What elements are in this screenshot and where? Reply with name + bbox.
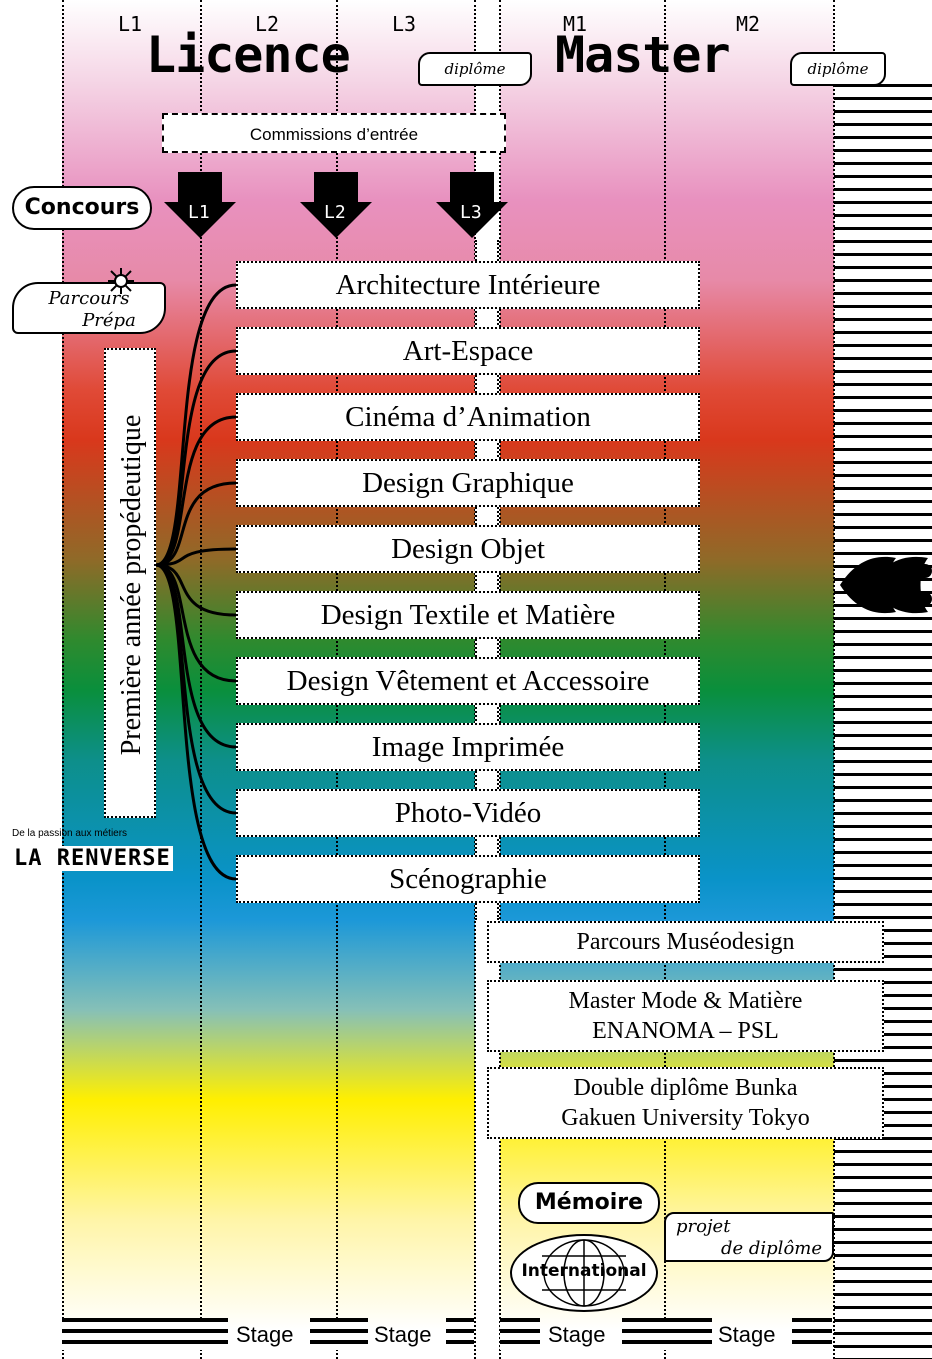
concours-sticker: Concours	[12, 186, 152, 230]
connector-curve	[155, 283, 237, 567]
entry-arrows	[164, 172, 508, 238]
licence-title: Licence	[146, 26, 351, 84]
connector-curve	[155, 563, 237, 617]
master-option-line: Master Mode & Matière	[568, 988, 803, 1014]
globe-icon	[542, 1239, 626, 1307]
divider-line	[833, 0, 835, 1359]
program-photo-video: Photo-Vidéo	[236, 789, 700, 837]
stage-stripes	[62, 1318, 228, 1350]
connector-curve	[155, 481, 237, 567]
la-renverse-logo: LA RENVERSE	[12, 846, 173, 871]
chevron-arrows-icon	[840, 556, 932, 614]
stage-label-l3: Stage	[374, 1322, 432, 1347]
connector-curve	[155, 547, 237, 567]
parcours-prepa-line2: Prépa	[82, 310, 136, 331]
projet-line2: de diplôme	[720, 1238, 822, 1259]
program-design-textile: Design Textile et Matière	[236, 591, 700, 639]
master-option-line: Parcours Muséodesign	[576, 929, 795, 955]
arrow-l2-shape	[300, 172, 372, 238]
program-image-imprimee: Image Imprimée	[236, 723, 700, 771]
master-option-museodesign: Parcours Muséodesign	[487, 921, 884, 963]
sparkle-icon	[108, 268, 134, 294]
arrow-l1-shape	[164, 172, 236, 238]
master-diplome-badge: diplôme	[790, 52, 886, 86]
stage-label-m2: Stage	[718, 1322, 776, 1347]
connector-curve	[155, 415, 237, 567]
stage-label-l2: Stage	[236, 1322, 294, 1347]
program-design-objet: Design Objet	[236, 525, 700, 573]
master-option-bunka: Double diplôme Bunka Gakuen University T…	[487, 1067, 884, 1139]
la-renverse-tagline: De la passion aux métiers	[12, 828, 128, 839]
connector-curve	[155, 563, 237, 881]
stage-label-m1: Stage	[548, 1322, 606, 1347]
arrow-label-l1: L1	[188, 202, 210, 223]
master-option-line: Double diplôme Bunka	[573, 1075, 798, 1101]
stage-stripes	[792, 1318, 832, 1350]
parcours-prepa-line1: Parcours	[48, 288, 130, 309]
projet-diplome-sticker: projet de diplôme	[664, 1212, 834, 1262]
program-design-graphique: Design Graphique	[236, 459, 700, 507]
international-label: International	[521, 1261, 647, 1281]
column-label-l1: L1	[118, 12, 143, 36]
master-option-line: ENANOMA – PSL	[592, 1018, 779, 1044]
connector-curve	[155, 563, 237, 683]
parcours-prepa-sticker: Parcours Prépa	[12, 282, 166, 334]
premiere-annee-label: Première année propédeutique	[116, 414, 147, 756]
column-label-l3: L3	[392, 12, 417, 36]
divider-line	[200, 0, 202, 1359]
commissions-entree-box: Commissions d’entrée	[162, 113, 506, 153]
program-scenographie: Scénographie	[236, 855, 700, 903]
arrow-label-l2: L2	[324, 202, 346, 223]
international-sticker: International	[510, 1234, 658, 1312]
licence-diplome-badge: diplôme	[418, 52, 532, 86]
arrow-label-l3: L3	[460, 202, 482, 223]
master-title: Master	[555, 26, 731, 84]
divider-line	[62, 0, 64, 1359]
arrow-l3-shape	[436, 172, 508, 238]
projet-line1: projet	[676, 1216, 731, 1237]
connector-curve	[155, 349, 237, 567]
column-label-m2: M2	[736, 12, 761, 36]
column-label-l2: L2	[255, 12, 280, 36]
stage-stripes	[446, 1318, 474, 1350]
stage-stripes	[622, 1318, 712, 1350]
program-design-vetement: Design Vêtement et Accessoire	[236, 657, 700, 705]
connector-curve	[155, 563, 237, 815]
master-option-line: Gakuen University Tokyo	[561, 1105, 810, 1131]
stage-stripes	[310, 1318, 368, 1350]
column-label-m1: M1	[563, 12, 588, 36]
right-stripes-upper	[834, 84, 932, 1359]
program-architecture-interieure: Architecture Intérieure	[236, 261, 700, 309]
program-art-espace: Art-Espace	[236, 327, 700, 375]
program-cinema-animation: Cinéma d’Animation	[236, 393, 700, 441]
master-option-mode-matiere: Master Mode & Matière ENANOMA – PSL	[487, 980, 884, 1052]
memoire-sticker: Mémoire	[518, 1182, 660, 1224]
stage-stripes	[500, 1318, 540, 1350]
premiere-annee-box: Première année propédeutique	[104, 348, 156, 818]
